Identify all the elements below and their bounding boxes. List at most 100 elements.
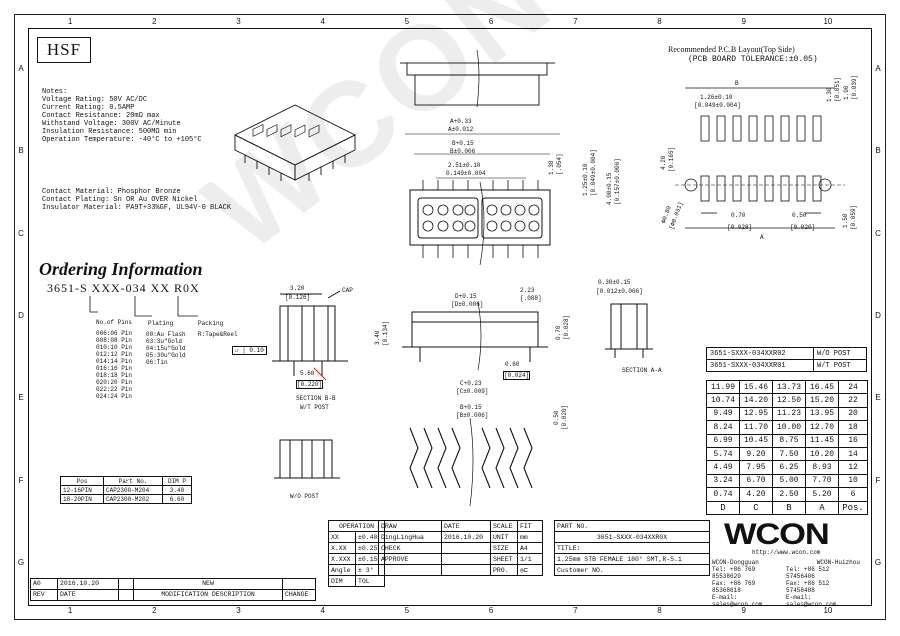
unit-label: UNIT <box>490 531 518 543</box>
wt-post-label: W/T POST <box>300 404 329 411</box>
zone-row-label: G <box>874 557 882 567</box>
zone-row-label: B <box>18 146 24 156</box>
zone-column-label: 8 <box>657 17 662 26</box>
table-cell: 3.40 <box>162 485 192 495</box>
tel-huizhou: Tel: +86 512 57456406 <box>786 566 830 580</box>
table-cell: 5.00 <box>772 473 806 489</box>
mid-dim-340-inch: [0.134] <box>382 320 389 346</box>
bb-dim-320: 3.20 <box>290 285 305 292</box>
part-info-block: PART NO. 3651-SXXX-034XXR0X TITLE: 1.25m… <box>554 520 710 576</box>
scale-value: FIT <box>517 520 543 532</box>
pin-option: 010:10 Pin <box>96 344 133 351</box>
draw-label: DRAW <box>378 520 442 532</box>
part-no-label: PART NO. <box>557 522 589 530</box>
rev-header <box>118 588 134 601</box>
table-cell: 24 <box>838 379 868 395</box>
pcb-dim-126-inch: [0.049±0.004] <box>694 102 741 109</box>
table-cell: 20 <box>838 406 868 422</box>
plating-option: 03:3u"Gold <box>146 338 183 345</box>
bottom-dim-b: B+0.15 <box>460 404 482 411</box>
table-cell: 10 <box>838 473 868 489</box>
title-label: TITLE: <box>554 542 710 554</box>
table-header: Pos <box>60 476 104 486</box>
email-dongguan: E-mail: sales@wcon.com <box>712 594 763 608</box>
zone-row-label: F <box>875 475 881 485</box>
table-cell: 16 <box>838 433 868 448</box>
approval-block: DRAW DATE SCALE FIT DingLingHua 2016.10.… <box>378 520 543 576</box>
table-cell: 11.99 <box>706 379 740 395</box>
zone-row-label: G <box>17 557 25 567</box>
office-dongguan: WCON-Dongguan <box>712 559 759 566</box>
table-cell: 3651-SXXX-034XXR01 <box>706 359 814 372</box>
table-cell: 4.49 <box>706 460 740 475</box>
mid-dim-070: 0.70 <box>555 325 562 340</box>
sheet-label: SHEET <box>490 553 518 565</box>
pcb-dim-130-inch: [0.051] <box>834 76 841 102</box>
spec-notes: Notes: Voltage Rating: 50V AC/DC Current… <box>42 88 252 144</box>
spec-line: Voltage Rating: 50V AC/DC <box>42 96 148 104</box>
mid-dim-060: 0.60 <box>505 361 520 368</box>
plating-label: Plating <box>148 320 174 327</box>
aa-dim-030: 0.30±0.15 <box>598 279 631 286</box>
table-cell: 7.50 <box>772 446 806 462</box>
plating-option: 04:15u"Gold <box>146 345 186 352</box>
table-cell: 7.70 <box>805 473 839 489</box>
zone-column-label: 10 <box>823 17 833 26</box>
plating-option: 00:Au Flash <box>146 331 186 338</box>
table-cell: 6.25 <box>772 460 806 475</box>
table-cell: 14.20 <box>739 393 773 408</box>
table-cell: 18 <box>838 420 868 435</box>
scale-label: SCALE <box>490 520 518 532</box>
zone-row-label: E <box>18 393 24 403</box>
aa-dim-030-inch: [0.012±0.006] <box>596 288 643 295</box>
table-cell: 10.20 <box>805 446 839 462</box>
approve-label: APPROVE <box>378 553 442 565</box>
table-cell: 12-16PIN <box>60 485 104 495</box>
tolerance-block: OPERATION XX±0.40 X.XX±0.25 X.XXX±0.15 A… <box>328 520 385 587</box>
rev-header: REV <box>30 588 58 601</box>
wcon-logo: WCON <box>724 518 830 551</box>
tel-dongguan: Tel: +86 769 85538620 <box>712 566 756 580</box>
mid-dim-223: 2.23 <box>520 287 535 294</box>
zone-row-label: A <box>18 64 24 74</box>
pcb-dim-130: 1.30 <box>826 87 833 102</box>
pin-option: 016:16 Pin <box>96 365 133 372</box>
pcb-dim-150: 1.50 <box>842 213 849 228</box>
pcb-dim-100-inch: [0.039] <box>851 74 858 100</box>
zone-column-label: 7 <box>573 606 578 615</box>
table-cell: 14 <box>838 446 868 462</box>
ordering-code: 3651-S XXX-034 XX R0X <box>47 281 200 295</box>
table-header: DIM P <box>162 476 192 486</box>
table-header-row: D C B A Pos. <box>706 500 868 515</box>
material-notes: Contact Material: Phosphor Bronze Contac… <box>42 188 262 212</box>
pin-option: 006:06 Pin <box>96 330 133 337</box>
pins-label: No.of Pins <box>96 319 133 326</box>
table-cell: 8.75 <box>772 433 806 448</box>
office-huizhou: WCON-Huizhou <box>816 559 860 566</box>
zone-row-label: A <box>875 64 881 74</box>
rev-cell <box>282 577 316 590</box>
fax-huizhou: Fax: +86 512 57458488 <box>786 580 830 594</box>
bb-dim-560-inch: [0.220] <box>296 380 324 389</box>
table-cell: 12.95 <box>739 406 773 422</box>
table-cell: 8.24 <box>706 420 740 435</box>
bottom-dim-050: 0.50 <box>553 410 560 425</box>
operation-label: OPERATION <box>328 520 385 532</box>
section-aa-view <box>605 303 653 358</box>
table-cell: 12 <box>838 460 868 475</box>
zone-column-label: 6 <box>488 17 494 26</box>
table-cell: 5.20 <box>805 487 839 502</box>
ordering-title: Ordering Information <box>39 259 203 279</box>
mid-dim-340: 3.40 <box>374 330 381 345</box>
size-label: SIZE <box>490 542 518 554</box>
outer-border <box>14 14 886 620</box>
zone-column-label: 5 <box>404 606 410 615</box>
table-cell: 22 <box>838 393 868 408</box>
pin-option: 024:24 Pin <box>96 393 133 400</box>
table-header: C <box>739 500 773 515</box>
plating-list: 00:Au Flash 03:3u"Gold 04:15u"Gold 05:30… <box>146 331 206 366</box>
tol-key: XX <box>328 531 356 543</box>
fax-dongguan: Fax: +86 769 85368618 <box>712 580 756 594</box>
